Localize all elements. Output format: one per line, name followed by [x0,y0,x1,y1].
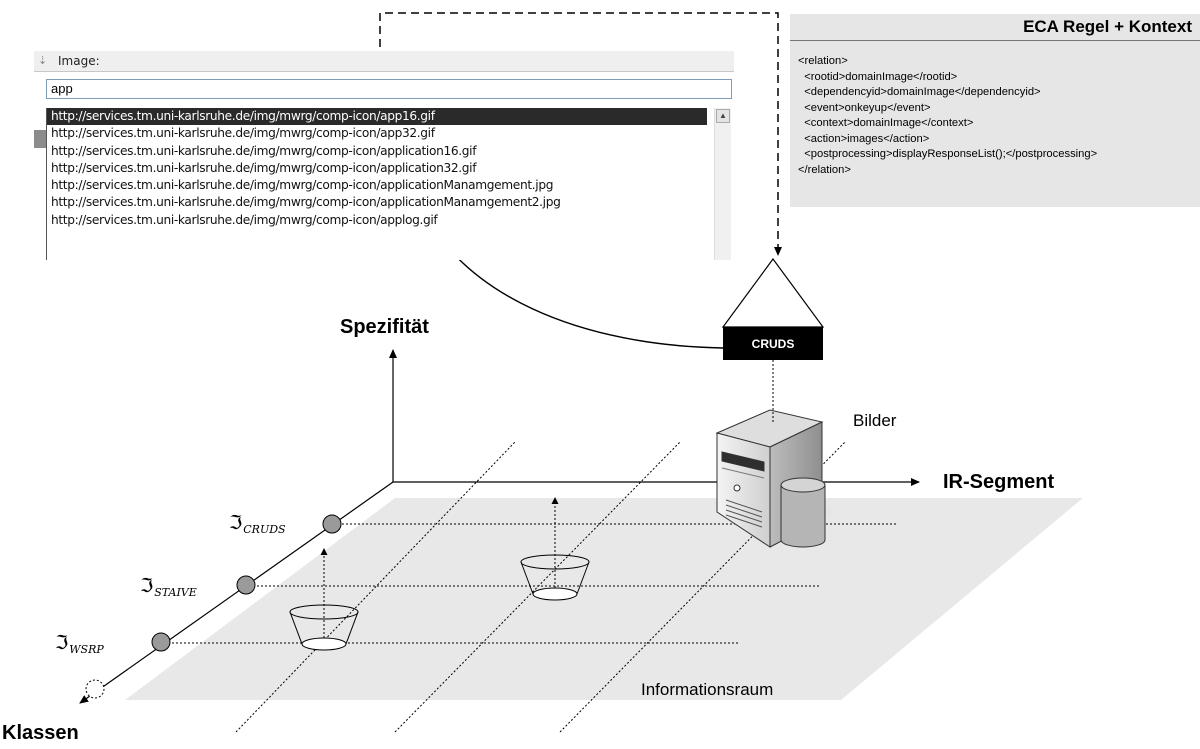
plane-label: Informationsraum [641,680,774,699]
cruds-roof [721,257,825,328]
eca-rule-box: ECA Regel + Kontext <relation> <rootid>d… [790,14,1200,207]
suggestion-item[interactable]: http://services.tm.uni-karlsruhe.de/img/… [51,212,438,227]
class-origin-marker [85,679,105,699]
eca-title: ECA Regel + Kontext [1023,17,1192,36]
axis-z-label: Klassen [2,722,79,744]
suggestion-item[interactable]: http://services.tm.uni-karlsruhe.de/img/… [51,126,435,141]
bilder-label: Bilder [853,411,897,430]
side-marker [34,130,46,148]
autocomplete-suggestion-list[interactable]: http://services.tm.uni-karlsruhe.de/img/… [46,108,733,260]
collapse-arrow-icon[interactable]: ⇣ [38,54,48,67]
image-field-label: Image: [58,54,100,68]
eca-code: <relation> <rootid>domainImage</rootid> … [798,55,1098,176]
list-scrollbar[interactable]: ▲ [714,108,731,260]
funnel-left [289,548,359,651]
image-field-header: ⇣ Image: [34,51,734,72]
class-label-staive: ℑSTAIVE [140,575,197,599]
suggestion-item[interactable]: http://services.tm.uni-karlsruhe.de/img/… [51,143,477,158]
class-label-cruds: ℑCRUDS [229,512,286,536]
axis-x-label: IR-Segment [943,471,1055,493]
information-plane [125,498,1083,700]
event-dashed-connector [379,12,782,256]
funnel-right [520,497,590,601]
class-wsrp-marker [151,632,171,652]
cruds-node [721,257,825,360]
scroll-up-icon[interactable]: ▲ [716,109,730,123]
database-icon [780,477,826,548]
suggestion-item[interactable]: http://services.tm.uni-karlsruhe.de/img/… [51,160,477,175]
axis-y-label: Spezifität [340,316,429,338]
class-staive-marker [236,575,256,595]
axes [79,349,920,704]
class-cruds-marker [322,514,342,534]
cruds-label: CRUDS [752,337,795,351]
class-label-wsrp: ℑWSRP [55,632,104,656]
suggestion-item[interactable]: http://services.tm.uni-karlsruhe.de/img/… [51,178,554,193]
cruds-box [723,327,823,360]
suggestion-item[interactable]: http://services.tm.uni-karlsruhe.de/img/… [51,195,561,210]
eca-divider [790,40,1200,41]
image-search-input[interactable]: app [46,79,732,99]
class-markers [85,514,342,699]
suggestion-item-selected[interactable]: http://services.tm.uni-karlsruhe.de/img/… [47,108,707,126]
